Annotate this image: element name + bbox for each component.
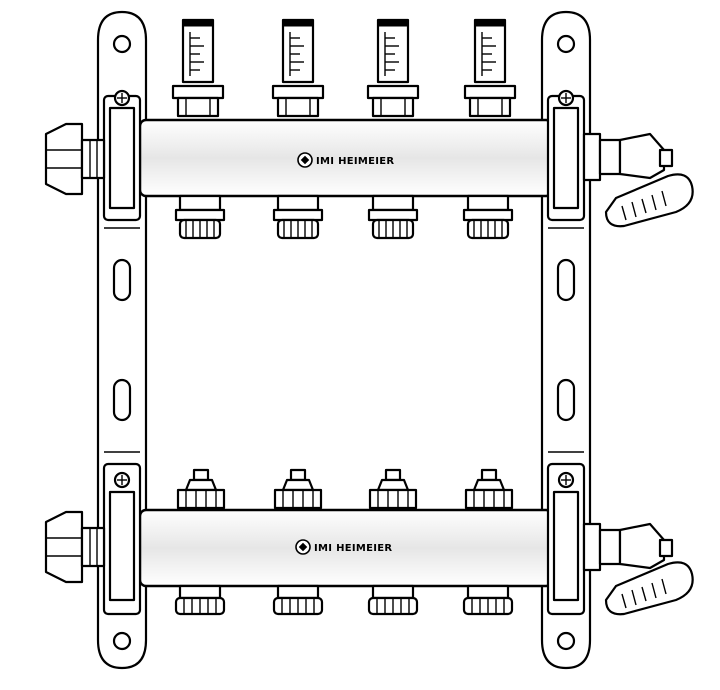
right-top-mount-hole: [556, 34, 576, 54]
return-valve-3: [368, 468, 418, 510]
supply-outlet-4: [462, 194, 514, 240]
brand-logo-icon: [297, 152, 313, 168]
return-outlet-2: [272, 584, 324, 616]
right-slot-lower: [556, 378, 576, 422]
supply-manifold: IMI HEIMEIER: [44, 18, 694, 240]
left-top-mount-hole: [112, 34, 132, 54]
right-supply-vent: [582, 132, 694, 228]
return-outlet-1: [174, 584, 226, 616]
supply-outlet-3: [367, 194, 419, 240]
flow-meter-3: [366, 18, 420, 118]
return-valve-2: [273, 468, 323, 510]
return-outlet-4: [462, 584, 514, 616]
left-supply-union: [44, 122, 106, 196]
right-bottom-mount-hole: [556, 631, 576, 651]
left-slot-upper: [112, 258, 132, 302]
return-valve-1: [176, 468, 226, 510]
flow-meter-1: [171, 18, 225, 118]
left-slot-lower: [112, 378, 132, 422]
supply-outlet-1: [174, 194, 226, 240]
right-return-vent: [582, 522, 694, 616]
return-outlet-3: [367, 584, 419, 616]
flow-meter-4: [463, 18, 517, 118]
supply-outlet-2: [272, 194, 324, 240]
flow-meter-2: [271, 18, 325, 118]
return-brand-label: IMI HEIMEIER: [314, 543, 392, 554]
left-bottom-mount-hole: [112, 631, 132, 651]
brand-logo-icon: [295, 539, 311, 555]
return-manifold: IMI HEIMEIER: [44, 462, 694, 616]
left-return-union: [44, 510, 106, 584]
right-slot-upper: [556, 258, 576, 302]
return-valve-4: [464, 468, 514, 510]
supply-brand-label: IMI HEIMEIER: [316, 156, 394, 167]
